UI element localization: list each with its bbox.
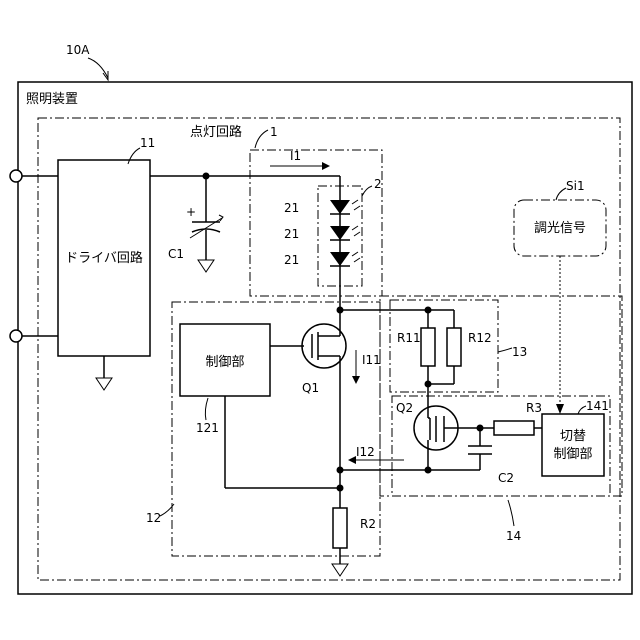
- r12-label: R12: [468, 331, 492, 345]
- dimming-signal-ref: Si1: [566, 179, 585, 193]
- led-2: [330, 226, 350, 240]
- driver-name: ドライバ回路: [65, 250, 143, 266]
- led-array-ref: 2: [374, 177, 382, 191]
- r3-label: R3: [526, 401, 542, 415]
- c1-label: C1: [168, 247, 184, 261]
- q2-label: Q2: [396, 401, 413, 415]
- switch-control-block: [542, 414, 604, 476]
- input-terminal-top: [10, 170, 22, 182]
- dimming-signal-name: 調光信号: [534, 221, 586, 236]
- device-ref: 10A: [66, 43, 90, 57]
- controller-ref: 121: [196, 421, 219, 435]
- input-terminal-bottom: [10, 330, 22, 342]
- r11-label: R11: [397, 331, 421, 345]
- resistor-block-boundary: [390, 300, 498, 392]
- resistor-block-ref: 13: [512, 345, 527, 359]
- controller-name: 制御部: [205, 355, 244, 370]
- svg-text:+: +: [186, 205, 196, 219]
- device-name: 照明装置: [26, 92, 78, 107]
- lighting-device-boundary: [18, 82, 632, 594]
- current-i1-label: I1: [290, 149, 301, 163]
- led-1-label: 21: [284, 201, 299, 215]
- switch-block-ref: 14: [506, 529, 521, 543]
- resistor-r3: [494, 421, 534, 435]
- control-block-ref: 12: [146, 511, 161, 525]
- switch-control-line2: 制御部: [553, 447, 592, 462]
- lighting-circuit-ref: 1: [270, 125, 278, 139]
- q1-label: Q1: [302, 381, 319, 395]
- led-3-label: 21: [284, 253, 299, 267]
- switch-control-line1: 切替: [560, 429, 586, 444]
- resistor-r2: [333, 508, 347, 548]
- current-i12-label: I12: [356, 445, 375, 459]
- resistor-r12: [447, 328, 461, 366]
- switch-control-ref: 141: [586, 399, 609, 413]
- led-1: [330, 200, 350, 214]
- resistor-r11: [421, 328, 435, 366]
- led-2-label: 21: [284, 227, 299, 241]
- lighting-circuit-boundary: [38, 118, 620, 580]
- r2-label: R2: [360, 517, 376, 531]
- c2-label: C2: [498, 471, 514, 485]
- ground-symbol: [96, 378, 112, 390]
- led-3: [330, 252, 350, 266]
- current-i11-label: I11: [362, 353, 381, 367]
- lighting-circuit-label: 点灯回路: [190, 124, 242, 140]
- driver-ref: 11: [140, 136, 155, 150]
